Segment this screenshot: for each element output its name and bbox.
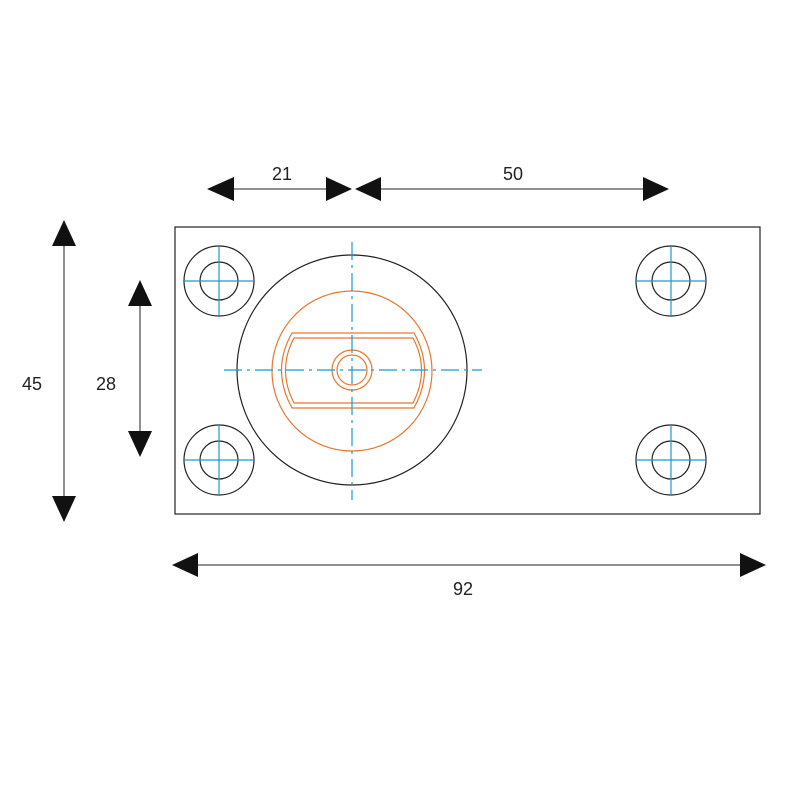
base-plate (174, 226, 761, 515)
mounting-hole-top-left (183, 245, 255, 317)
arrowhead-icon (128, 431, 152, 457)
dimension-45: 45 (22, 220, 76, 522)
arrowhead-icon (128, 280, 152, 306)
dimension-92: 92 (172, 553, 766, 599)
arrowhead-icon (355, 177, 381, 201)
dimension-label-92: 92 (453, 579, 473, 599)
dimension-label-50: 50 (503, 164, 523, 184)
arrowhead-icon (52, 496, 76, 522)
arrowhead-icon (52, 220, 76, 246)
arrowhead-icon (172, 553, 198, 577)
dimension-50: 50 (355, 164, 669, 201)
dimension-28: 28 (96, 280, 152, 457)
dimension-label-21: 21 (272, 164, 292, 184)
arrowhead-icon (326, 177, 352, 201)
mounting-hole-bottom-right (635, 424, 707, 496)
centerlines (224, 242, 482, 500)
dimension-label-28: 28 (96, 374, 116, 394)
mounting-hole-top-right (635, 245, 707, 317)
dimension-label-45: 45 (22, 374, 42, 394)
arrowhead-icon (740, 553, 766, 577)
dimension-21: 21 (207, 164, 352, 201)
arrowhead-icon (207, 177, 234, 201)
mounting-hole-bottom-left (183, 424, 255, 496)
arrowhead-icon (643, 177, 669, 201)
